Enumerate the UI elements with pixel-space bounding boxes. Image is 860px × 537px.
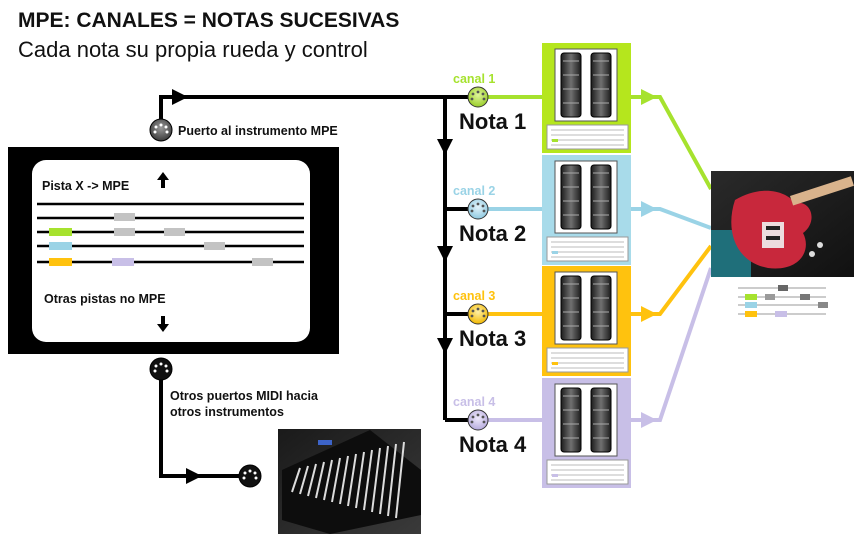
output-wire	[631, 267, 713, 428]
other-ports-label-line1: Otros puertos MIDI hacia	[170, 389, 319, 403]
midi-din-connector-icon	[149, 357, 173, 381]
mod-wheel-icon	[590, 52, 612, 118]
output-wire	[631, 89, 713, 190]
channel-label: canal 2	[453, 184, 495, 198]
note-clip	[114, 213, 135, 221]
midi-din-connector-icon	[467, 86, 489, 108]
note-clip	[252, 258, 273, 266]
arrow-right-icon	[641, 201, 657, 217]
arrow-right-icon	[186, 468, 202, 484]
synth-panel	[542, 155, 631, 265]
mpe-port-label: Puerto al instrumento MPE	[178, 124, 338, 138]
note-clips	[49, 213, 273, 266]
sequencer-canvas	[32, 160, 310, 342]
pitch-wheel-icon	[560, 275, 582, 341]
note-label: Nota 3	[459, 326, 526, 351]
wire-to-mpe-bus	[159, 95, 478, 120]
pitch-wheel-icon	[560, 387, 582, 453]
note-clip	[49, 258, 72, 266]
note-label: Nota 4	[459, 432, 527, 457]
channel-label: canal 4	[453, 395, 495, 409]
midi-din-connector-icon	[149, 118, 173, 142]
note-clip	[114, 228, 135, 236]
midi-din-connector-icon	[467, 409, 489, 431]
pitch-wheel-icon	[560, 52, 582, 118]
channel-label: canal 1	[453, 72, 495, 86]
arrow-right-icon	[641, 89, 657, 105]
page-title: MPE: CANALES = NOTAS SUCESIVAS	[18, 9, 400, 32]
channel-row-1: canal 1 Nota 1	[453, 43, 713, 190]
keyboard-piano-image	[278, 429, 421, 534]
note-clip	[204, 242, 225, 250]
channel-row-4: canal 4 Nota 4	[453, 267, 713, 488]
mpe-port: Puerto al instrumento MPE	[149, 118, 338, 142]
other-tracks-label: Otras pistas no MPE	[44, 292, 166, 306]
pitch-wheel-icon	[560, 164, 582, 230]
midi-din-connector-icon	[238, 464, 262, 488]
channel-label: canal 3	[453, 289, 495, 303]
electric-guitar-image	[711, 171, 854, 277]
other-ports-label-line2: otros instrumentos	[170, 405, 284, 419]
wire-to-keyboard	[159, 378, 250, 478]
channel-row-2: canal 2 Nota 2	[453, 155, 712, 265]
arrow-right-icon	[641, 306, 657, 322]
note-clip	[112, 258, 134, 266]
channel-row-3: canal 3 Nota 3	[453, 244, 713, 376]
wire-arrows	[172, 89, 453, 484]
arrow-down-icon	[437, 139, 453, 155]
arrow-up-icon	[157, 172, 169, 188]
track-label: Pista X -> MPE	[42, 179, 129, 193]
synth-panel	[542, 378, 631, 488]
mod-wheel-icon	[590, 275, 612, 341]
keyboard-keys	[291, 441, 405, 519]
synth-panel	[542, 266, 631, 376]
sequencer-window: Pista X -> MPE Otras pistas no MPE	[8, 147, 339, 354]
midi-din-connector-icon	[467, 198, 489, 220]
note-clip	[49, 242, 72, 250]
mod-wheel-icon	[590, 387, 612, 453]
synth-panel	[542, 43, 631, 153]
arrow-right-icon	[641, 412, 657, 428]
note-label: Nota 1	[459, 109, 526, 134]
arrow-right-icon	[172, 89, 188, 105]
channel-wires	[478, 95, 542, 422]
output-wire	[631, 244, 713, 322]
midi-din-connector-icon	[467, 303, 489, 325]
guitar-mixer	[738, 285, 828, 317]
mod-wheel-icon	[590, 164, 612, 230]
note-clip	[164, 228, 185, 236]
arrow-down-icon	[437, 246, 453, 262]
arrow-down-icon	[157, 316, 169, 332]
note-label: Nota 2	[459, 221, 526, 246]
arrow-down-icon	[437, 338, 453, 354]
page-subtitle: Cada nota su propia rueda y control	[18, 37, 368, 62]
note-clip	[49, 228, 72, 236]
output-wire	[631, 201, 712, 230]
other-ports: Otros puertos MIDI hacia otros instrumen…	[149, 357, 319, 488]
